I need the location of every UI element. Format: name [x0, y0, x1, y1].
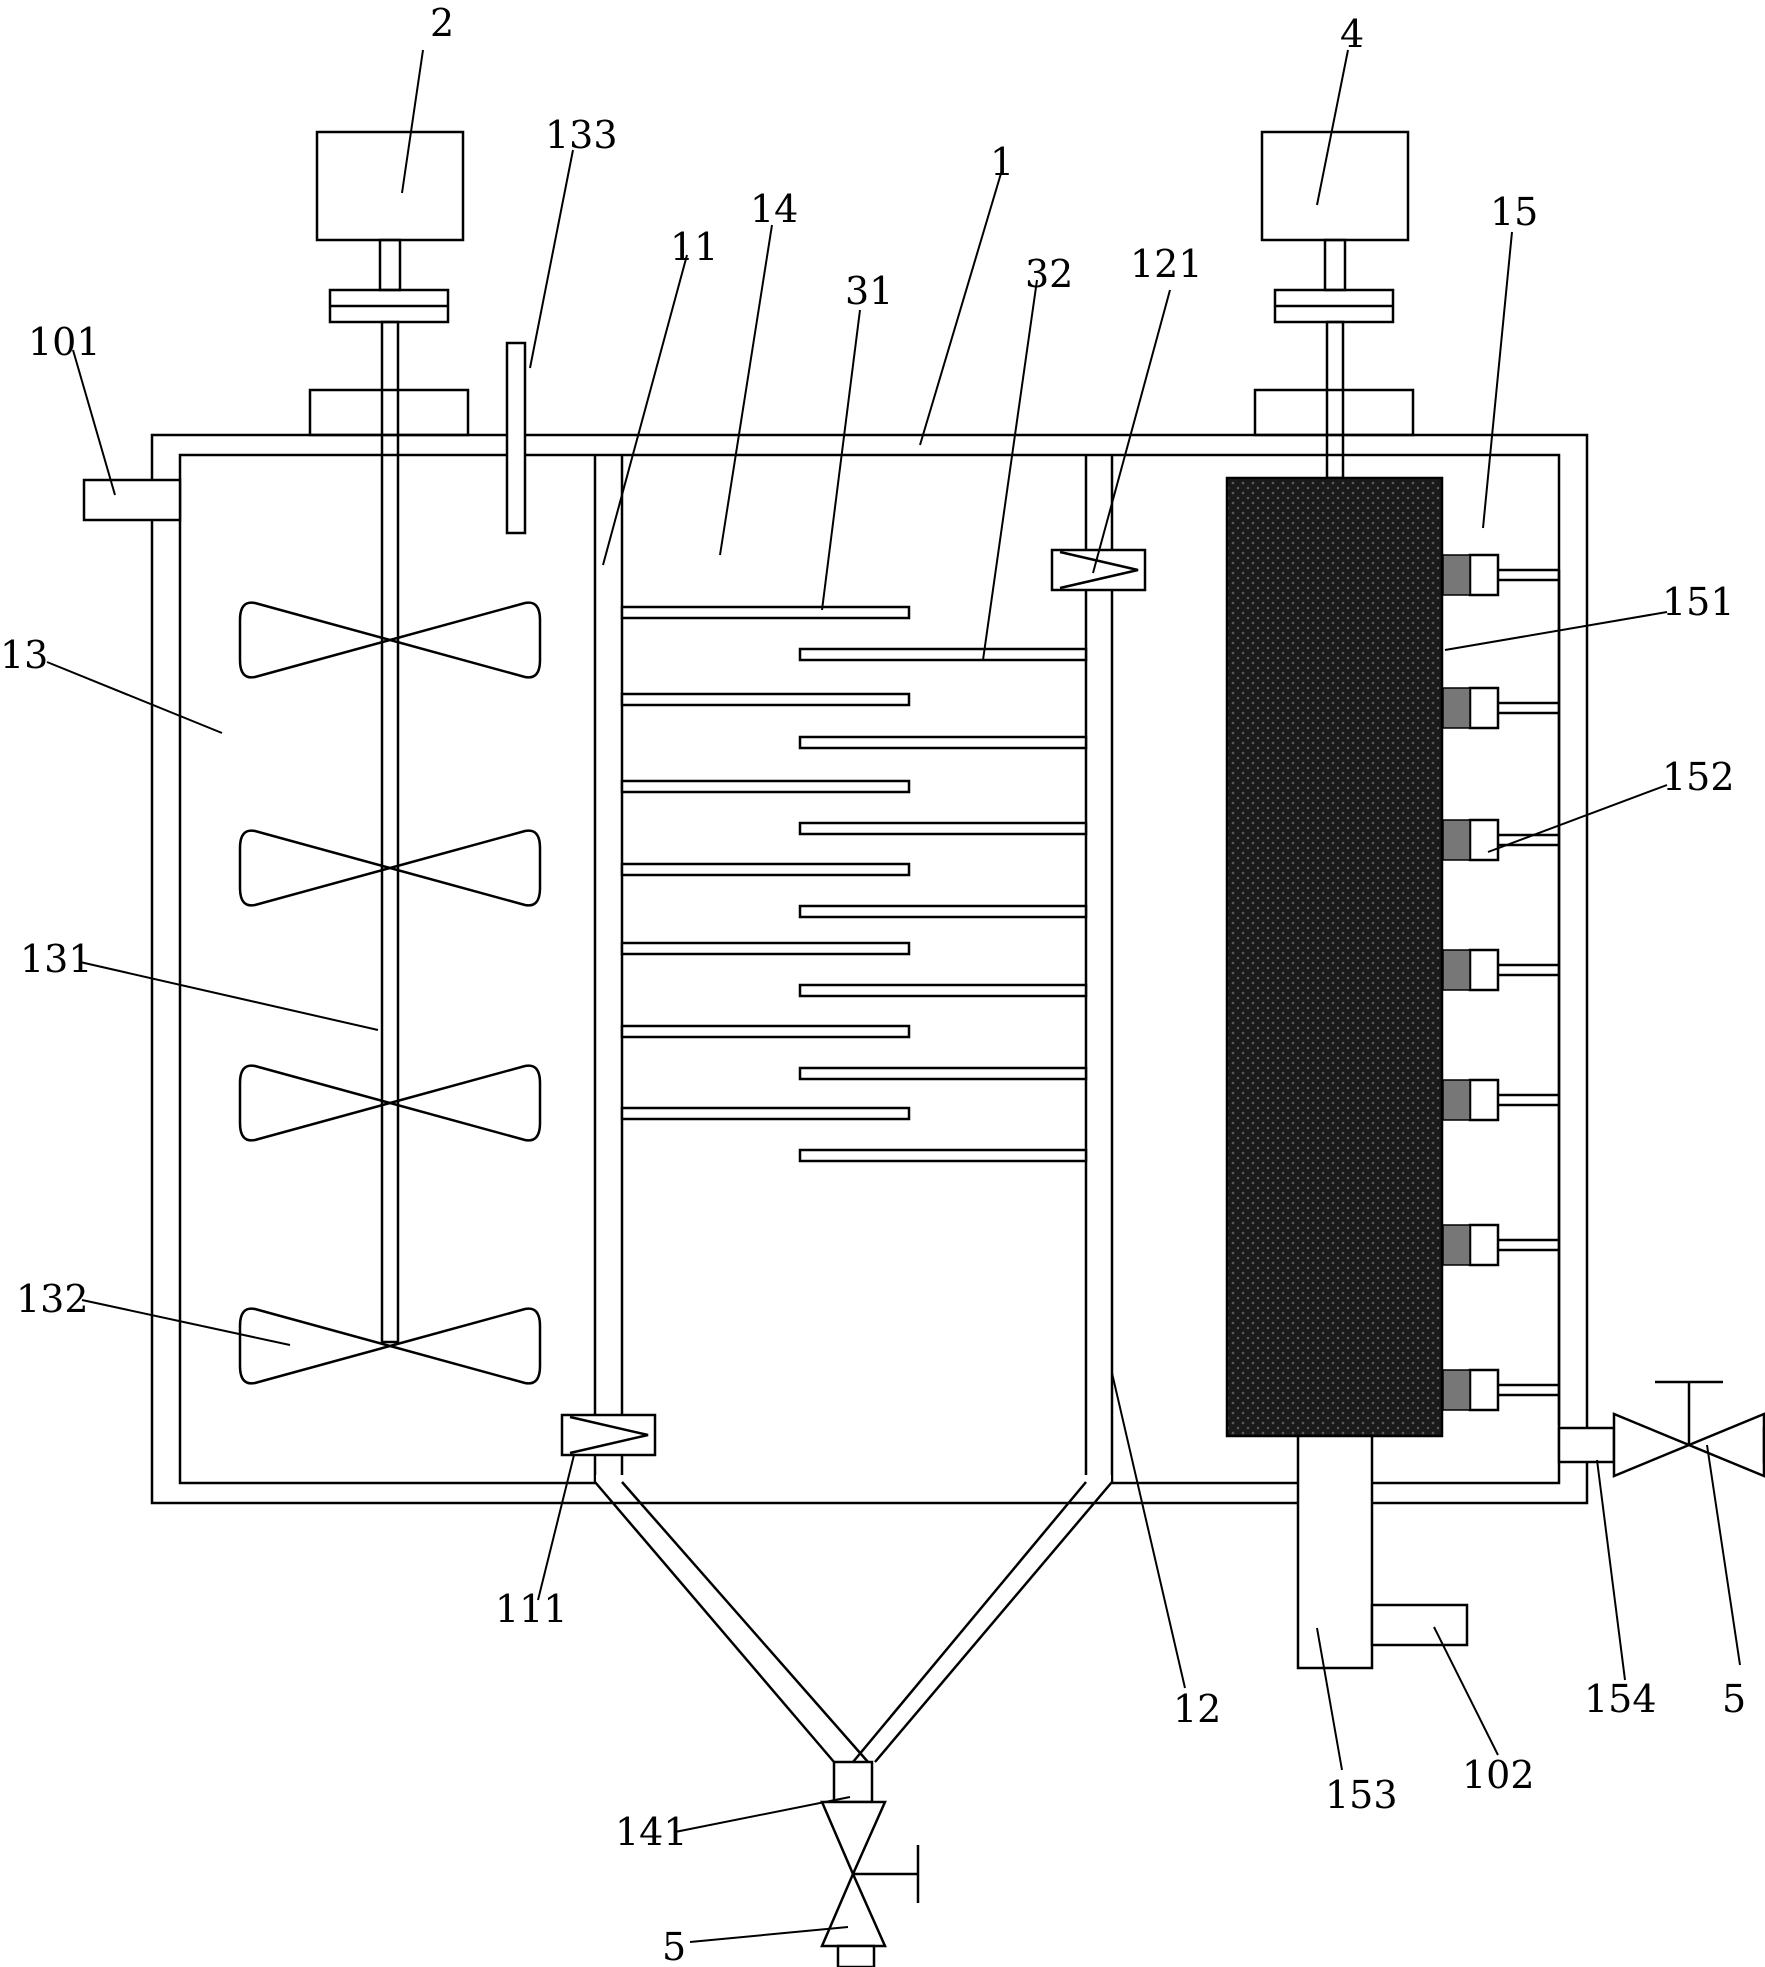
baffles-31	[620, 605, 911, 1121]
label-132: 132	[16, 1277, 89, 1321]
filter-drum-151	[1225, 476, 1444, 1438]
partition-12	[1084, 455, 1114, 1482]
label-4: 4	[1340, 12, 1364, 56]
label-31: 31	[845, 269, 893, 313]
label-141: 141	[615, 1810, 688, 1854]
leader-lines	[46, 49, 1741, 1943]
label-5-right: 5	[1722, 1677, 1746, 1721]
label-101: 101	[28, 320, 101, 364]
motor-mount-left	[308, 388, 470, 437]
check-valve-121	[1050, 548, 1147, 592]
label-1: 1	[990, 140, 1014, 184]
label-11: 11	[670, 225, 718, 269]
drain-154	[1557, 1380, 1765, 1478]
motor-mount-right	[1253, 388, 1415, 437]
label-151: 151	[1662, 580, 1735, 624]
inlet-101	[82, 478, 182, 522]
label-121: 121	[1130, 242, 1203, 286]
partition-11	[593, 455, 624, 1482]
label-32: 32	[1025, 252, 1073, 296]
stirring-blades	[238, 601, 542, 1385]
hopper-bottom	[594, 1475, 1113, 1763]
label-2: 2	[430, 1, 454, 45]
label-133: 133	[545, 113, 618, 157]
label-153: 153	[1325, 1773, 1398, 1817]
baffles-32	[798, 647, 1088, 1163]
spray-nozzles-152	[1442, 553, 1561, 1425]
label-131: 131	[20, 937, 93, 981]
outlet-153	[1296, 1434, 1469, 1670]
label-102: 102	[1462, 1753, 1535, 1797]
label-154: 154	[1584, 1677, 1657, 1721]
label-15: 15	[1490, 190, 1538, 234]
label-111: 111	[495, 1587, 568, 1631]
check-valve-111	[560, 1413, 657, 1457]
motor-2-assembly	[315, 130, 465, 1344]
label-5-bottom: 5	[662, 1925, 686, 1967]
probe-133	[505, 341, 527, 535]
motor-4-assembly	[1260, 130, 1410, 480]
outlet-141	[820, 1760, 920, 1967]
label-13: 13	[0, 633, 48, 677]
label-12: 12	[1173, 1687, 1221, 1731]
label-14: 14	[750, 187, 798, 231]
label-152: 152	[1662, 755, 1735, 799]
